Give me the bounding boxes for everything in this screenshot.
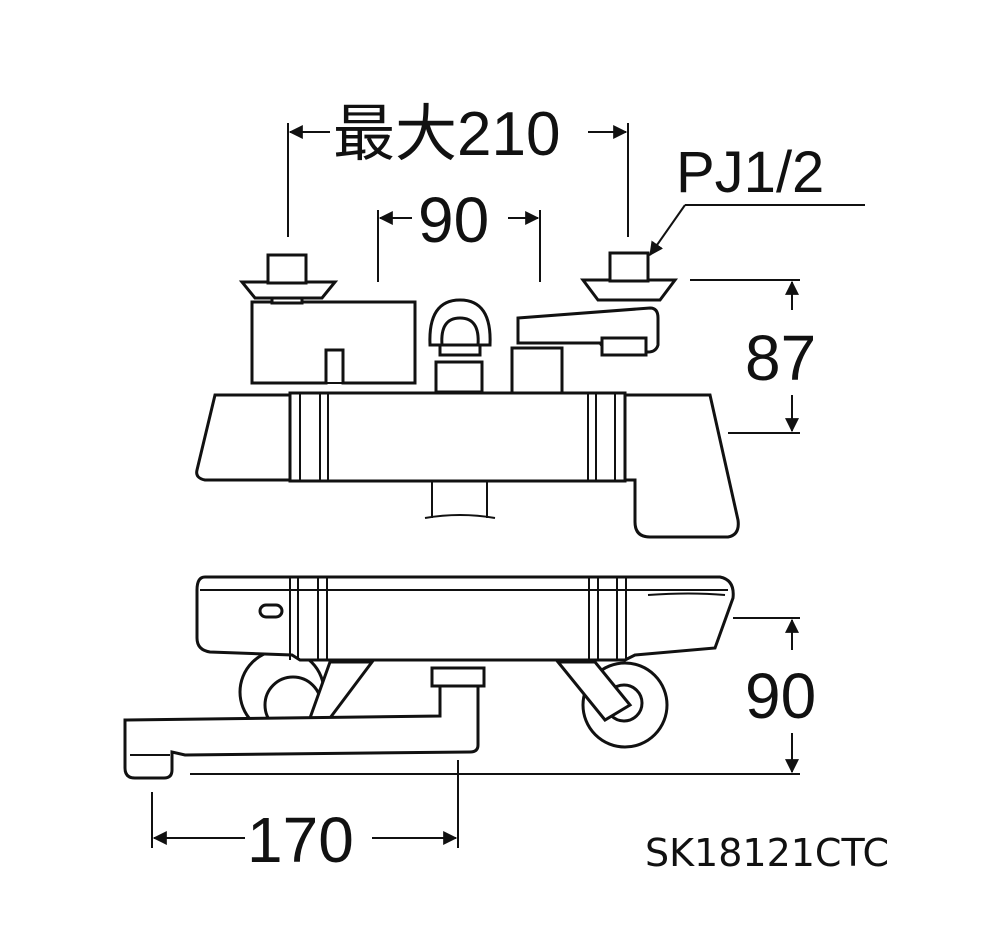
max-width-label: 最大210 [333, 100, 560, 169]
top-body-outline [195, 393, 292, 482]
dimension-lines [151, 123, 865, 848]
spout-length-label: 170 [247, 804, 354, 876]
right-nut [580, 278, 678, 302]
top-view [195, 251, 740, 539]
model-number: SK18121CTC [645, 831, 889, 875]
thread-label: PJ1/2 [676, 140, 824, 205]
top-body-right [623, 393, 740, 539]
top-left-handle [250, 300, 417, 385]
inlet-spacing-label: 90 [418, 184, 489, 256]
depth-label: 90 [745, 660, 816, 732]
right-connector [510, 346, 564, 395]
top-middle-loop [428, 298, 492, 347]
spout [123, 681, 480, 780]
indicator-slot [258, 603, 284, 619]
bottom-view [123, 575, 735, 780]
bottom-body [195, 575, 735, 662]
top-center-body [288, 391, 627, 483]
spout-connector [430, 666, 486, 688]
height-label: 87 [745, 322, 816, 394]
